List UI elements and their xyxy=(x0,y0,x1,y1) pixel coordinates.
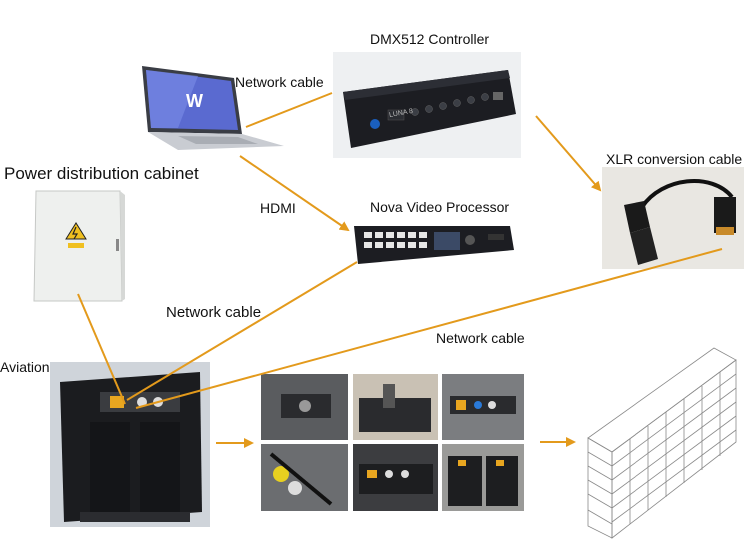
detail-photo-2 xyxy=(353,374,438,440)
svg-text:W: W xyxy=(186,91,203,111)
network-cable-label-top: Network cable xyxy=(235,74,324,90)
xlr-cable-image xyxy=(602,167,744,269)
line-xlr-aviation xyxy=(135,248,723,409)
power-cabinet-image xyxy=(30,187,126,305)
detail-photo-4 xyxy=(261,444,348,511)
line-dmx-xlr xyxy=(535,115,602,192)
hdmi-line-laptop-nova xyxy=(239,155,350,232)
nova-processor-label: Nova Video Processor xyxy=(370,199,510,215)
line-nova-aviation xyxy=(126,261,358,401)
laptop-image: W xyxy=(142,66,284,150)
aviation-plug-image xyxy=(50,362,210,527)
network-cable-label-right: Network cable xyxy=(436,330,525,346)
network-cable-line-laptop-dmx xyxy=(245,92,333,128)
detail-photo-3 xyxy=(442,374,524,440)
xlr-cable-label: XLR conversion cable xyxy=(606,151,743,167)
dmx-controller-image: LUNA 8 xyxy=(333,52,521,158)
power-cabinet-label: Power distribution cabinet xyxy=(4,164,199,183)
nova-processor-image xyxy=(354,226,514,264)
detail-photo-1 xyxy=(261,374,348,440)
detail-photo-6 xyxy=(442,444,524,511)
network-cable-label-mid: Network cable xyxy=(166,304,262,321)
dmx-controller-label: DMX512 Controller xyxy=(370,31,490,47)
hdmi-label: HDMI xyxy=(260,200,296,216)
line-cabinet-aviation xyxy=(77,293,126,405)
led-screen-wireframe xyxy=(587,347,737,539)
detail-photo-5 xyxy=(353,444,438,511)
